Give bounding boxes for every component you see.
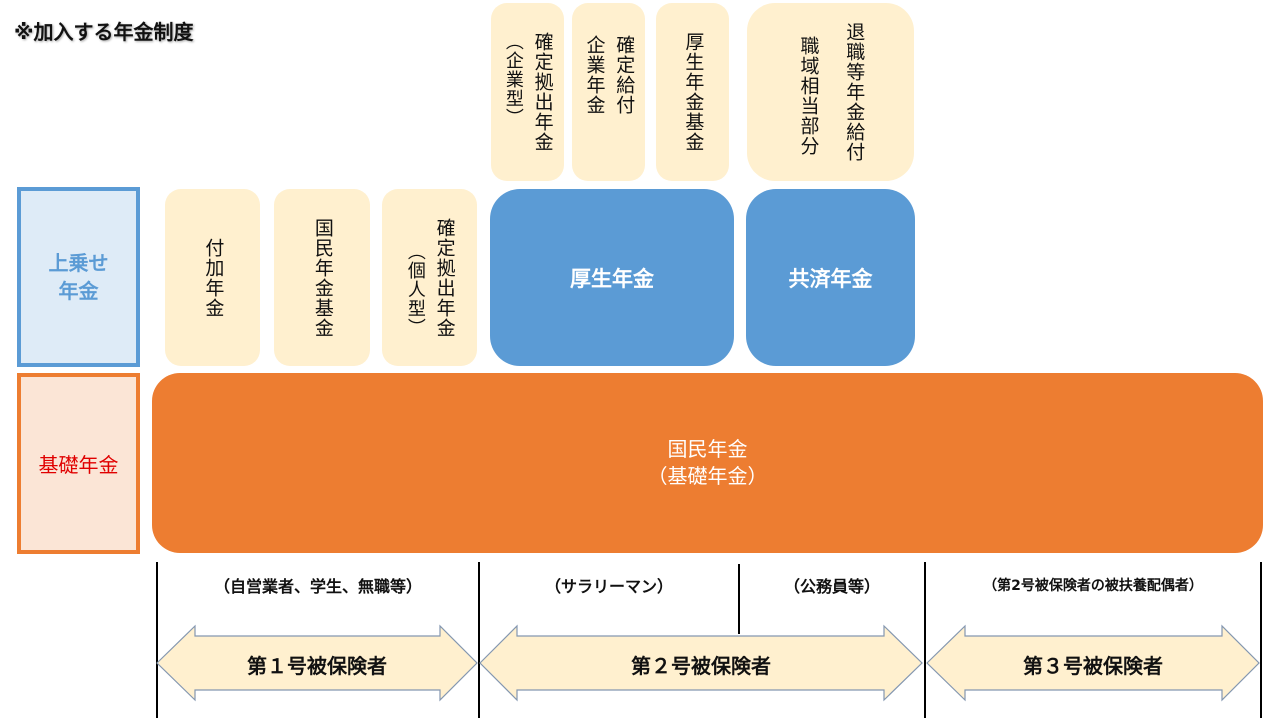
row-label-upper-pension: 上乗せ 年金: [17, 187, 140, 367]
box-employees-pension-fund: 厚生年金基金: [656, 3, 729, 181]
box-sub-text: （企業型）: [502, 32, 524, 127]
divider-line: [156, 562, 158, 718]
double-arrow-insured-3: [926, 624, 1260, 702]
box-main-text: 付加年金: [202, 237, 225, 318]
box-main-text: 国民年金基金: [311, 217, 334, 338]
arrow-label-insured-3: 第３号被保険者: [1023, 654, 1163, 678]
box-db-corporate: 確定給付 企業年金: [572, 3, 645, 181]
diagram-title: ※加入する年金制度: [14, 20, 194, 44]
group-description-3: （第2号被保険者の被扶養配偶者）: [983, 578, 1203, 594]
box-national-pension-fund: 国民年金基金: [274, 189, 370, 366]
box-additional-pension: 付加年金: [165, 189, 260, 366]
group-description-2b: （公務員等）: [783, 577, 880, 596]
divider-line: [478, 562, 480, 718]
group-description-2a: （サラリーマン）: [544, 577, 673, 596]
base-line-2: （基礎年金）: [647, 464, 768, 488]
box-main-text: 確定拠出年金: [433, 217, 456, 338]
double-arrow-insured-2: [479, 624, 923, 702]
box-mutual-aid-pension: 共済年金: [746, 189, 915, 366]
box-sub-text: 職域相当部分: [797, 36, 820, 156]
box-main-text: 退職等年金給付: [843, 22, 866, 162]
box-sub-text: （個人型）: [404, 241, 426, 337]
box-dc-individual: 確定拠出年金 （個人型）: [382, 189, 477, 366]
box-employees-pension: 厚生年金: [490, 189, 734, 366]
box-national-pension: 国民年金 （基礎年金）: [152, 373, 1263, 553]
box-sub-text: 企業年金: [583, 35, 606, 115]
divider-line: [738, 564, 740, 634]
arrow-label-insured-2: 第２号被保険者: [631, 654, 771, 678]
group-description-1: （自営業者、学生、無職等）: [213, 577, 422, 596]
row-label-basic-pension: 基礎年金: [17, 373, 140, 554]
divider-line: [1260, 562, 1262, 718]
box-dc-corporate: 確定拠出年金 （企業型）: [491, 3, 564, 181]
base-line-1: 国民年金: [667, 437, 748, 461]
box-main-text: 厚生年金基金: [682, 32, 705, 152]
box-main-text: 確定拠出年金: [531, 32, 554, 152]
box-retirement-benefit: 退職等年金給付 職域相当部分: [747, 3, 914, 181]
arrow-label-insured-1: 第１号被保険者: [247, 654, 387, 678]
double-arrow-insured-1: [156, 624, 478, 702]
box-main-text: 確定給付: [613, 35, 636, 115]
divider-line: [924, 562, 926, 718]
